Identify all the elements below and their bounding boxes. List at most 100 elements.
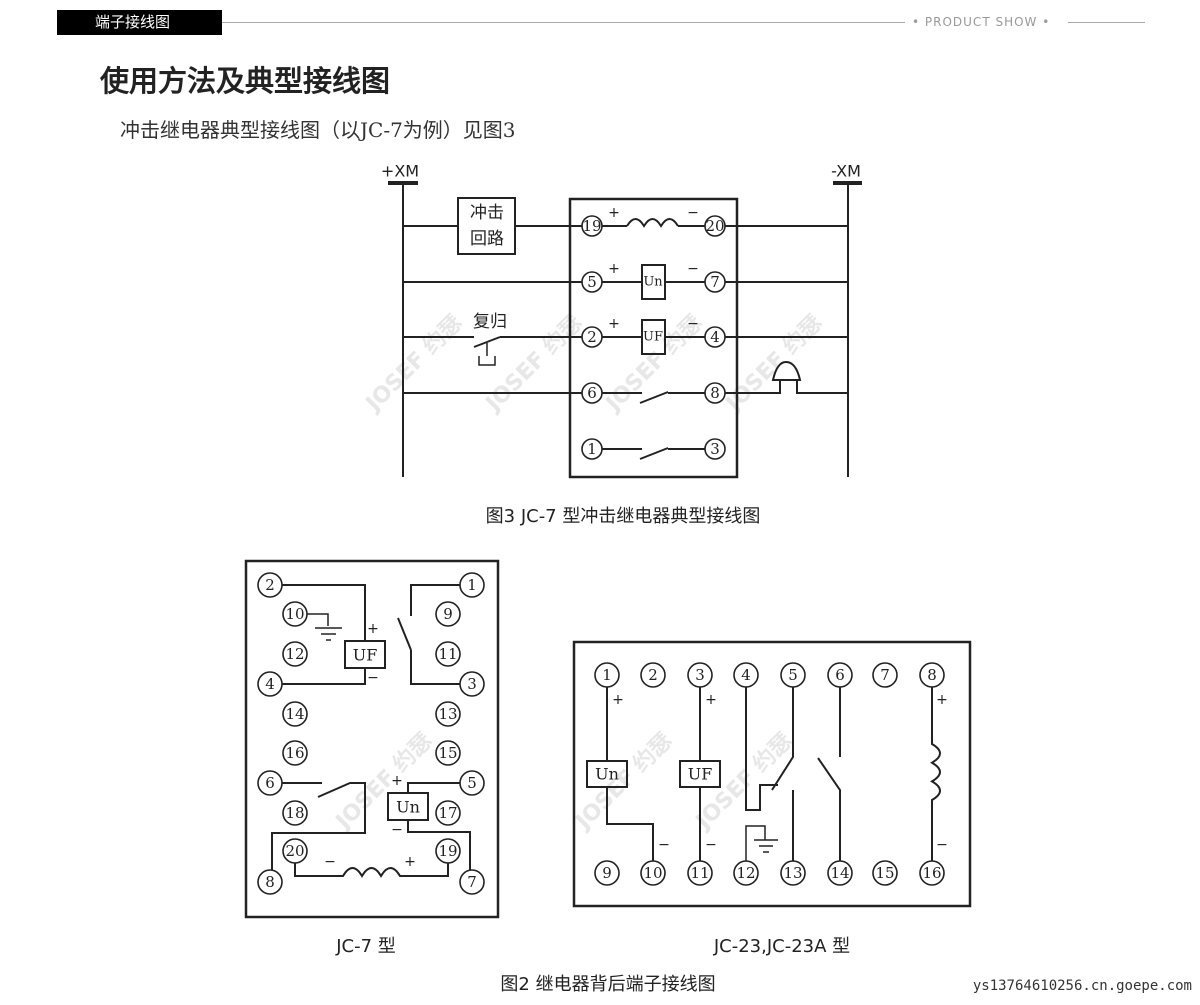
diagram-label: JOSEF 约瑟 — [719, 310, 827, 418]
terminal — [435, 800, 461, 826]
terminal — [827, 860, 853, 886]
wire — [244, 559, 500, 919]
terminal — [435, 701, 461, 727]
diagram-label: + — [705, 692, 717, 708]
diagram-label: 8 — [265, 873, 275, 891]
terminal — [581, 438, 603, 460]
jc7-terminal-diagram: UF + − Un + − − + 2 4 6 8 10 12 14 16 18… — [244, 559, 500, 957]
diagram-label: 10 — [285, 605, 304, 623]
terminal — [640, 662, 666, 688]
wire — [403, 380, 848, 404]
coil-icon — [930, 687, 941, 861]
diagram-label: + — [404, 854, 416, 870]
watermark: JOSEF 约瑟 JOSEF 约瑟 JOSEF 约瑟 JOSEF 约瑟 JOSE… — [329, 310, 827, 836]
diagram-label: 6 — [835, 666, 845, 684]
diagram-label: 3 — [467, 675, 477, 693]
terminal — [704, 382, 726, 404]
diagram-label: − — [687, 316, 699, 332]
diagram-label: 5 — [587, 273, 597, 291]
terminal — [581, 215, 603, 237]
wire — [817, 687, 841, 861]
diagram-label: + — [608, 261, 620, 277]
diagram-label: 17 — [438, 804, 457, 822]
terminal — [687, 662, 713, 688]
un-element — [387, 792, 429, 821]
coil-icon — [626, 218, 679, 228]
terminal — [919, 662, 945, 688]
diagram-label: 6 — [265, 774, 275, 792]
terminal — [704, 215, 726, 237]
diagram-label: Un — [396, 798, 420, 817]
terminal — [282, 740, 308, 766]
jc23-terminal-diagram: Un UF + − + − + − 1 2 3 4 5 6 7 8 9 10 1… — [572, 640, 972, 957]
diagram-label: + — [367, 621, 379, 637]
diagram-label: 9 — [443, 605, 453, 623]
diagram-label: 1 — [467, 576, 477, 594]
terminal — [459, 869, 485, 895]
terminal — [459, 770, 485, 796]
terminal — [780, 662, 806, 688]
diagram-label: − — [705, 837, 717, 853]
diagram-label: 2 — [648, 666, 658, 684]
terminal — [435, 601, 461, 627]
diagram-label: 3 — [695, 666, 705, 684]
terminal — [435, 641, 461, 667]
impact-circuit-box — [457, 197, 516, 255]
terminal — [257, 869, 283, 895]
wire — [602, 447, 705, 460]
terminal — [435, 838, 461, 864]
diagram-label: 15 — [438, 744, 457, 762]
diagram-label: 7 — [880, 666, 890, 684]
wire — [572, 640, 972, 908]
diagram-label: 15 — [875, 864, 894, 882]
terminal — [459, 572, 485, 598]
terminal — [827, 662, 853, 688]
diagram-label: 4 — [710, 328, 720, 346]
diagram-label: 5 — [467, 774, 477, 792]
page-title: 使用方法及典型接线图 — [100, 64, 391, 98]
terminal — [282, 701, 308, 727]
terminal — [687, 860, 713, 886]
diagram-label: − — [936, 837, 948, 853]
diagram-label: UF — [643, 330, 663, 345]
reset-button-icon — [478, 343, 496, 366]
diagram-label: 16 — [922, 864, 941, 882]
terminal — [581, 382, 603, 404]
header-divider — [1068, 22, 1145, 23]
diagram-label: 13 — [783, 864, 802, 882]
diagram-label: − — [658, 837, 670, 853]
wire — [403, 336, 848, 348]
diagram-label: 2 — [587, 328, 597, 346]
jc7-caption: JC-7 型 — [335, 936, 396, 957]
terminal — [594, 860, 620, 886]
terminal — [704, 271, 726, 293]
jc23-terminals: 1 2 3 4 5 6 7 8 9 10 11 12 13 14 15 16 — [594, 662, 945, 886]
terminal — [872, 860, 898, 886]
diagram-label: 4 — [265, 675, 275, 693]
coil-icon — [294, 863, 449, 878]
terminal — [282, 838, 308, 864]
diagram-label: + — [391, 773, 403, 789]
diagram-label: + — [612, 692, 624, 708]
diagram-label: 1 — [602, 666, 612, 684]
diagram-label: + — [608, 205, 620, 221]
un-element — [641, 264, 666, 300]
diagram-label: 18 — [285, 804, 304, 822]
figure-2-caption: 图2 继电器背后端子接线图 — [500, 974, 715, 995]
terminal — [919, 860, 945, 886]
section-tab: 端子接线图 — [57, 10, 222, 35]
diagram-label: − — [687, 205, 699, 221]
diagram-label: − — [391, 822, 403, 838]
diagram-label: 14 — [830, 864, 849, 882]
diagram-label: 2 — [265, 576, 275, 594]
diagram-label: 10 — [643, 864, 662, 882]
jc7-terminals: 2 4 6 8 10 12 14 16 18 20 1 3 5 7 9 11 1… — [257, 572, 485, 895]
diagram-label: 8 — [927, 666, 937, 684]
diagram-label: JOSEF 约瑟 — [359, 310, 467, 418]
bell-icon — [771, 360, 802, 381]
diagram-label: UF — [688, 765, 713, 784]
diagram-label: 19 — [438, 842, 457, 860]
diagram-label: Un — [595, 765, 619, 784]
wire — [397, 584, 460, 685]
diagram-label: 13 — [438, 705, 457, 723]
